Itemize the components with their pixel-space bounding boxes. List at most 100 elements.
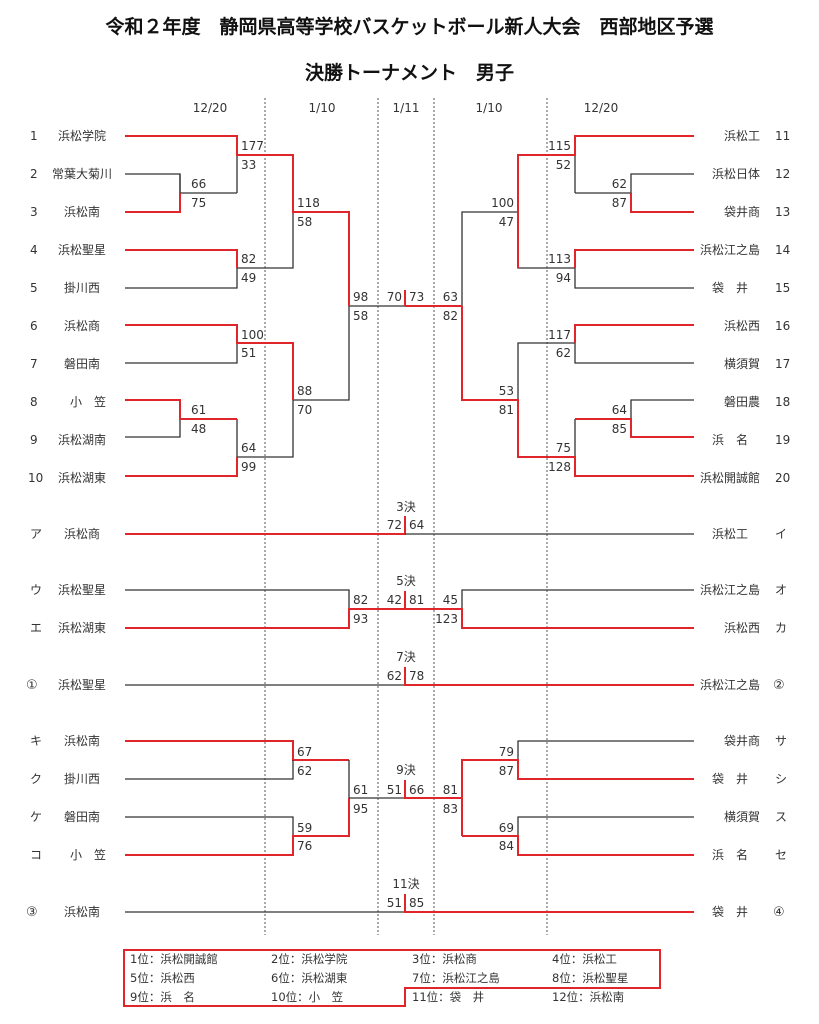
score: 58 [297, 215, 312, 229]
left-bracket-scores: 177 33 66 75 118 58 82 49 98 58 100 51 8… [191, 139, 424, 474]
slot-mark: オ [775, 583, 787, 597]
score: 98 [353, 290, 368, 304]
slot-mark: サ [775, 734, 787, 748]
score: 100 [241, 328, 264, 342]
team-name: 浜 名 [712, 432, 748, 447]
score: 62 [297, 764, 312, 778]
team-name: 浜松江之島 [700, 242, 760, 257]
team-number: 19 [775, 433, 790, 447]
slot-mark: ① [26, 678, 38, 693]
rank-entry: 2位：浜松学院 [271, 952, 348, 966]
score: 33 [241, 158, 256, 172]
score: 81 [409, 593, 424, 607]
right-bracket-scores: 115 52 62 87 100 47 113 94 63 82 117 62 … [443, 139, 627, 474]
match-label: 5決 [396, 574, 416, 588]
rank-entry: 1位：浜松開誠館 [130, 952, 218, 966]
score: 51 [241, 346, 256, 360]
team-name: 磐田農 [724, 395, 760, 409]
team-number: 6 [30, 319, 38, 333]
match-label: 9決 [396, 763, 416, 777]
team-number: 9 [30, 433, 38, 447]
score: 67 [297, 745, 312, 759]
team-number: 11 [775, 129, 790, 143]
match-label: 3決 [396, 500, 416, 514]
rank-entry: 6位：浜松湖東 [271, 971, 348, 985]
team-number: 2 [30, 167, 38, 181]
team-name: 掛川西 [64, 280, 100, 295]
score: 81 [499, 403, 514, 417]
team-name: 浜松湖東 [58, 620, 106, 635]
team-name: 浜松商 [64, 526, 100, 541]
team-number: 12 [775, 167, 790, 181]
rank-entry: 4位：浜松工 [552, 952, 617, 966]
score: 85 [612, 422, 627, 436]
team-name: 浜松工 [712, 527, 748, 541]
score: 78 [409, 669, 424, 683]
left-team-list: 1 浜松学院 2 常葉大菊川 3 浜松南 4 浜松聖星 5 掛川西 6 浜松商 … [28, 128, 112, 485]
team-name: 袋 井 [712, 905, 748, 919]
rank-entry: 11位：袋 井 [412, 990, 484, 1004]
slot-mark: キ [30, 734, 42, 748]
team-name: 浜松湖東 [58, 470, 106, 485]
team-number: 17 [775, 357, 790, 371]
score: 59 [297, 821, 312, 835]
team-name: 袋井商 [724, 733, 760, 748]
score: 70 [297, 403, 312, 417]
team-number: 18 [775, 395, 790, 409]
score: 62 [612, 177, 627, 191]
team-number: 16 [775, 319, 790, 333]
seventh-place-match: ① 浜松聖星 浜松江之島 ② 7決 62 78 [26, 650, 785, 693]
score: 85 [409, 896, 424, 910]
team-name: 掛川西 [64, 771, 100, 786]
score: 115 [548, 139, 571, 153]
team-name: 浜松聖星 [58, 243, 106, 257]
team-name: 浜松西 [724, 319, 760, 333]
rank-entry: 8位：浜松聖星 [552, 971, 628, 985]
team-number: 10 [28, 471, 43, 485]
final-ranking-box: 1位：浜松開誠館 2位：浜松学院 3位：浜松商 4位：浜松工 5位：浜松西 6位… [123, 949, 661, 1007]
rank-entry: 9位：浜 名 [130, 990, 195, 1004]
slot-mark: ス [775, 810, 787, 824]
rank-entry: 5位：浜松西 [130, 971, 195, 985]
score: 49 [241, 271, 256, 285]
slot-mark: エ [30, 621, 42, 635]
match-label: 11決 [392, 877, 419, 891]
right-team-list: 浜松工 11 浜松日体 12 袋井商 13 浜松江之島 14 袋 井 15 浜松… [700, 129, 790, 485]
slot-mark: ② [773, 678, 785, 693]
score: 61 [191, 403, 206, 417]
team-number: 14 [775, 243, 790, 257]
third-place-match: ア 浜松商 浜松工 イ 3決 72 64 [30, 500, 787, 541]
slot-mark: ③ [26, 905, 38, 920]
team-name: 磐田南 [64, 809, 100, 824]
score: 94 [556, 271, 571, 285]
date-label: 12/20 [584, 101, 619, 115]
eleventh-place-match: ③ 浜松南 袋 井 ④ 11決 51 85 [26, 877, 785, 920]
score: 82 [353, 593, 368, 607]
score: 84 [499, 839, 514, 853]
team-name: 小 笠 [70, 847, 106, 862]
score: 87 [612, 196, 627, 210]
score: 51 [387, 896, 402, 910]
score: 82 [443, 309, 458, 323]
team-name: 浜松工 [724, 129, 760, 143]
team-name: 浜松南 [64, 733, 100, 748]
fifth-place-match: ウ 浜松聖星 エ 浜松湖東 浜松江之島 オ 浜松西 カ 5決 42 81 82 … [30, 574, 787, 635]
score: 118 [297, 196, 320, 210]
round-separators [264, 98, 548, 935]
date-label: 1/10 [309, 101, 336, 115]
score: 66 [191, 177, 206, 191]
team-name: 浜 名 [712, 847, 748, 862]
team-number: 5 [30, 281, 38, 295]
team-name: 浜松湖南 [58, 432, 106, 447]
rank-entry: 10位：小 笠 [271, 990, 343, 1004]
score: 47 [499, 215, 514, 229]
slot-mark: ④ [773, 905, 785, 920]
team-name: 浜松聖星 [58, 678, 106, 692]
team-name: 浜松聖星 [58, 583, 106, 597]
score: 123 [435, 612, 458, 626]
score: 64 [409, 518, 424, 532]
slot-mark: カ [775, 621, 787, 635]
score: 58 [353, 309, 368, 323]
slot-mark: ケ [30, 810, 42, 824]
